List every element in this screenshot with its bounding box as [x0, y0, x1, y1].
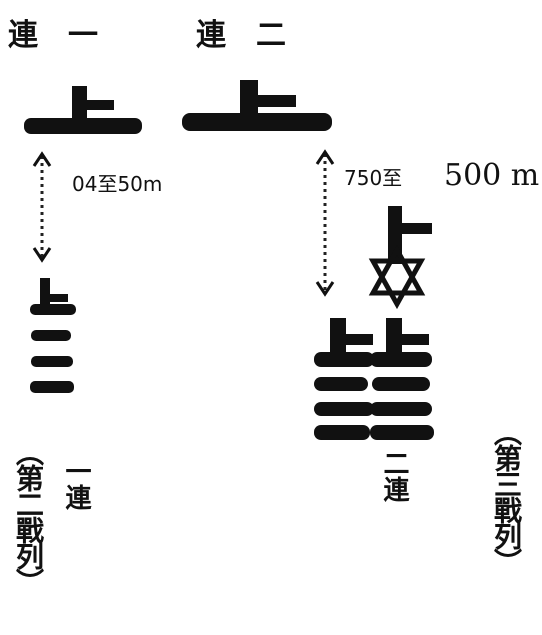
- left-distance-arrow: [32, 151, 52, 263]
- second-company-header: 連 二: [196, 18, 286, 53]
- star-of-david-symbol: [368, 206, 432, 310]
- company-symbol-top-right: [182, 80, 332, 131]
- distance-label-right-value: 500 m: [444, 158, 540, 193]
- right-line-label: （第三戰列）: [490, 418, 523, 574]
- first-company-header: 連 一: [8, 18, 98, 53]
- right-distance-arrow: [315, 149, 335, 297]
- right-unit-label: 二連: [379, 450, 409, 502]
- left-unit-label: 一連: [61, 458, 91, 510]
- left-rear-unit-symbol: [30, 278, 76, 393]
- distance-label-left: 04至50m: [72, 172, 163, 196]
- left-line-label: （第二戰列）: [12, 438, 45, 594]
- company-symbol-top-left: [24, 86, 142, 134]
- right-rear-unit-symbol-right: [370, 318, 434, 440]
- right-rear-unit-symbol-left: [314, 318, 374, 440]
- distance-label-right-prefix: 750至: [344, 166, 403, 190]
